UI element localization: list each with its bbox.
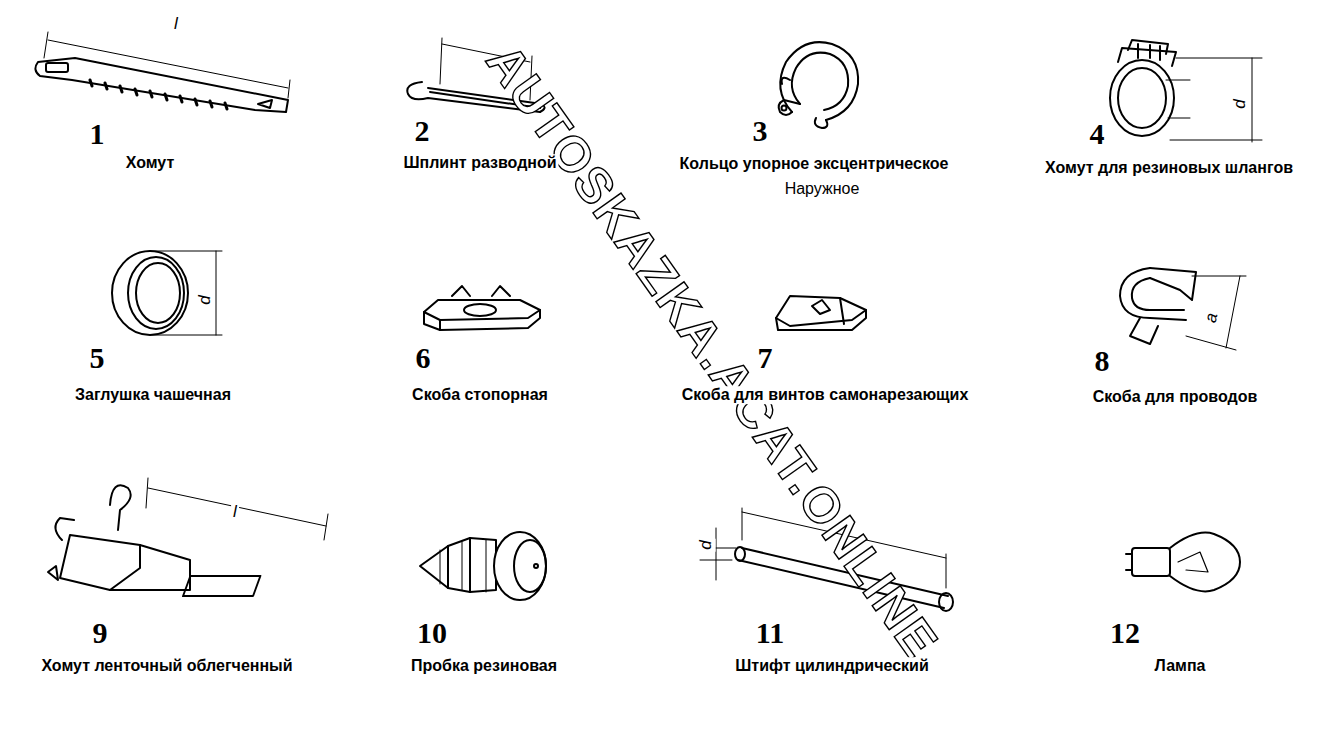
lamp: [1126, 533, 1240, 592]
rubber-plug: [420, 532, 546, 600]
callout-number: 11: [754, 616, 786, 649]
callout-number: 9: [91, 616, 110, 649]
dimension-label: a: [1201, 309, 1222, 326]
dimension-label: l: [231, 503, 239, 522]
callout-number: 4: [1088, 117, 1107, 150]
wire-clip: [1120, 268, 1246, 350]
part-name: Хомут для резиновых шлангов: [1043, 159, 1295, 177]
part-name: Лампа: [1153, 657, 1208, 675]
callout-number: 12: [1108, 616, 1142, 649]
callout-number: 5: [88, 341, 107, 374]
dimension-label: d: [196, 293, 215, 306]
dimension-label: l: [172, 15, 180, 34]
cup-plug: [112, 251, 222, 335]
cable-tie: [35, 32, 290, 112]
part-name: Хомут ленточный облегченный: [39, 657, 294, 675]
callout-number: 3: [751, 114, 770, 147]
callout-number: 6: [414, 341, 433, 374]
part-name: Пробка резиновая: [409, 657, 559, 675]
watermark: AUTOSKAZKA.ACAT.ONLINE: [475, 35, 948, 670]
callout-number: 10: [415, 616, 449, 649]
callout-number: 2: [413, 114, 432, 147]
callout-number: 8: [1093, 344, 1112, 377]
part-name: Заглушка чашечная: [73, 386, 233, 404]
part-name: Скоба стопорная: [410, 386, 550, 404]
part-name: Шплинт разводной: [401, 154, 558, 172]
lock-clip: [424, 286, 540, 330]
part-name: Скоба для винтов самонарезающих: [680, 386, 971, 404]
part-name: Штифт цилиндрический: [733, 657, 930, 675]
part-name: Скоба для проводов: [1091, 388, 1260, 406]
band-clamp: [48, 478, 328, 596]
part-note: Наружное: [783, 180, 862, 198]
dimension-label: d: [697, 538, 716, 551]
dimension-label: d: [1231, 97, 1250, 110]
screw-clip: [776, 296, 866, 330]
part-name: Хомут: [124, 154, 177, 172]
callout-number: 1: [88, 117, 107, 150]
hose-clamp: [1110, 40, 1262, 142]
part-name: Кольцо упорное эксцентрическое: [678, 155, 951, 173]
circlip: [779, 42, 858, 128]
callout-number: 7: [756, 341, 775, 374]
